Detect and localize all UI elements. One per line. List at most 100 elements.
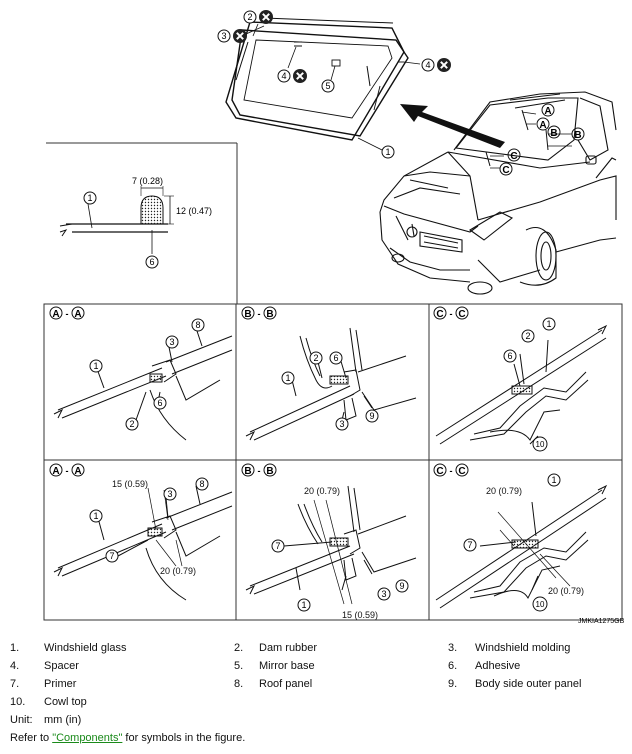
callout-3-b-top: 3: [335, 417, 349, 431]
panel-frames: [43, 142, 623, 621]
callout-1-detail: 1: [83, 191, 97, 205]
svg-text:A: A: [52, 309, 59, 320]
svg-text:B: B: [244, 466, 251, 477]
svg-text:1: 1: [551, 475, 556, 485]
mark-a-bottom-2: A: [71, 463, 85, 477]
svg-text:8: 8: [195, 320, 200, 330]
svg-text:7: 7: [109, 551, 114, 561]
bead-height-dim: 12 (0.47): [176, 206, 212, 216]
mark-b-top-2: B: [263, 306, 277, 320]
callout-7-b-bottom: 7: [271, 539, 285, 553]
legend-item: 4.Spacer: [10, 660, 79, 672]
svg-text:B: B: [244, 309, 251, 320]
svg-text:9: 9: [369, 411, 374, 421]
callout-6-detail: 6: [145, 255, 159, 269]
callout-3-b-bottom: 3: [377, 587, 391, 601]
svg-text:C: C: [436, 466, 443, 477]
callout-6-c-top: 6: [503, 349, 517, 363]
bead-width-dim: 7 (0.28): [132, 176, 163, 186]
svg-text:6: 6: [157, 398, 162, 408]
callout-1-a-top: 1: [89, 359, 103, 373]
svg-text:3: 3: [339, 419, 344, 429]
callout-4-right: 4: [421, 58, 435, 72]
callout-1-b-bottom: 1: [297, 598, 311, 612]
legend-item: 8.Roof panel: [234, 678, 313, 690]
section-a-bottom: [53, 485, 233, 601]
mark-b-bottom-1: B: [241, 463, 255, 477]
legend-item: 10.Cowl top: [10, 696, 87, 708]
svg-text:1: 1: [87, 193, 92, 203]
vehicle-mark-c-1: C: [507, 148, 521, 162]
svg-text:B: B: [550, 128, 557, 139]
section-c-bottom: [435, 484, 608, 609]
svg-text:C: C: [510, 151, 517, 162]
legend-item: 6.Adhesive: [448, 660, 521, 672]
dim-b-bottom: 15 (0.59): [342, 610, 378, 620]
callout-5: 5: [321, 79, 335, 93]
mark-c-bottom-2: C: [455, 463, 469, 477]
svg-text:1: 1: [385, 147, 390, 157]
svg-text:6: 6: [507, 351, 512, 361]
svg-text:-: -: [66, 466, 69, 476]
dim-c-bottom: 20 (0.79): [548, 586, 584, 596]
mark-a-bottom-1: A: [49, 463, 63, 477]
windshield-installation-diagram: 7 (0.28) 12 (0.47): [43, 9, 625, 625]
callout-7-c-bottom: 7: [463, 538, 477, 552]
svg-text:3: 3: [169, 337, 174, 347]
callout-2-c-top: 2: [521, 329, 535, 343]
dim-b-top: 20 (0.79): [304, 486, 340, 496]
section-b-top: [245, 327, 417, 441]
svg-text:2: 2: [525, 331, 530, 341]
callout-2-a-top: 2: [125, 417, 139, 431]
svg-text:1: 1: [546, 319, 551, 329]
legend-item: 7.Primer: [10, 678, 77, 690]
svg-text:C: C: [436, 309, 443, 320]
mark-c-top-2: C: [455, 306, 469, 320]
dim-c-top: 20 (0.79): [486, 486, 522, 496]
legend-item: 2.Dam rubber: [234, 642, 318, 654]
svg-text:3: 3: [221, 31, 226, 41]
svg-text:A: A: [74, 466, 81, 477]
callout-10-c-top: 10: [532, 436, 548, 452]
svg-text:A: A: [544, 106, 551, 117]
footer-note: Refer to "Components" for symbols in the…: [10, 732, 246, 744]
svg-text:8: 8: [199, 479, 204, 489]
svg-text:10: 10: [536, 440, 545, 449]
svg-text:6: 6: [333, 353, 338, 363]
svg-text:A: A: [52, 466, 59, 477]
svg-text:2: 2: [129, 419, 134, 429]
mark-a-top-1: A: [49, 306, 63, 320]
callout-numbers: 2 3 4 5 4 1 1 6 1 3 8 6 2 1 2 6 3 9 1 2 …: [83, 10, 561, 612]
svg-text:B: B: [266, 309, 273, 320]
svg-text:B: B: [266, 466, 273, 477]
callout-2-b-top: 2: [309, 351, 323, 365]
legend-item: 3.Windshield molding: [448, 642, 571, 654]
vehicle-illustration: [379, 91, 617, 295]
svg-text:1: 1: [301, 600, 306, 610]
svg-text:C: C: [458, 466, 465, 477]
callout-3-a-bottom: 3: [163, 487, 177, 501]
mark-c-top-1: C: [433, 306, 447, 320]
adhesive-bead-detail: [59, 186, 174, 254]
svg-text:C: C: [502, 165, 509, 176]
vehicle-mark-b-2: B: [571, 127, 585, 141]
figure-id: JMKIA1275GB: [578, 618, 625, 625]
vehicle-mark-a-2: A: [536, 117, 550, 131]
svg-text:B: B: [574, 130, 581, 141]
svg-text:6: 6: [149, 257, 154, 267]
callout-8-a-bottom: 8: [195, 477, 209, 491]
section-b-bottom: [245, 485, 417, 605]
svg-text:4: 4: [425, 60, 430, 70]
mark-b-top-1: B: [241, 306, 255, 320]
callout-1-c-top: 1: [542, 317, 556, 331]
callout-2-top: 2: [243, 10, 257, 24]
components-link[interactable]: "Components": [52, 732, 123, 744]
windshield-exploded-view: [225, 17, 409, 141]
legend-item: 9.Body side outer panel: [448, 678, 582, 690]
svg-text:7: 7: [467, 540, 472, 550]
vehicle-mark-a-1: A: [541, 103, 555, 117]
svg-text:2: 2: [247, 12, 252, 22]
section-a-top: [53, 327, 233, 441]
svg-text:1: 1: [93, 511, 98, 521]
callout-3-a-top: 3: [165, 335, 179, 349]
